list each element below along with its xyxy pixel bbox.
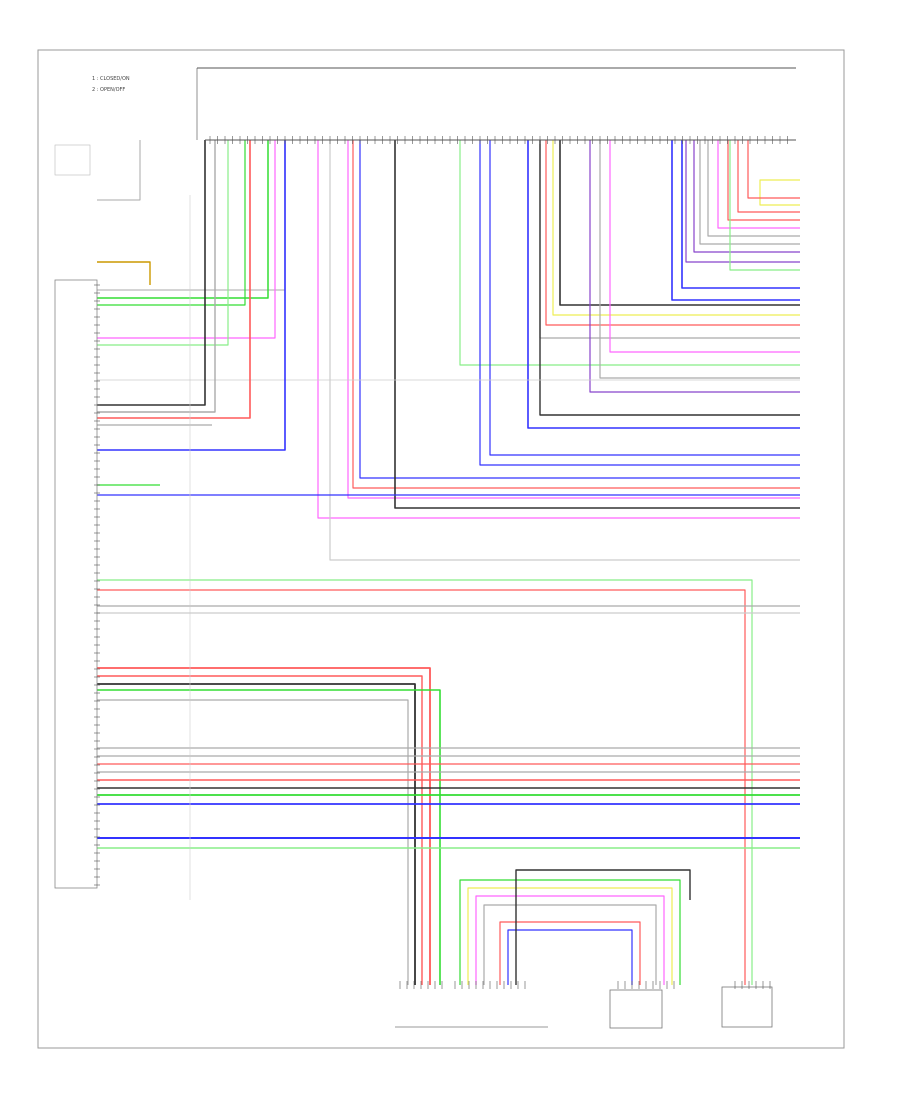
wire xyxy=(97,140,206,406)
wire xyxy=(599,140,800,379)
wire xyxy=(707,140,800,237)
wire xyxy=(459,140,800,366)
wire xyxy=(759,179,800,206)
component-layer xyxy=(54,67,796,1029)
wire xyxy=(97,140,269,299)
wire xyxy=(589,140,800,393)
wire xyxy=(475,895,665,985)
wire xyxy=(489,140,800,456)
wire xyxy=(727,140,800,221)
wire xyxy=(559,140,800,306)
wire xyxy=(97,675,423,985)
wire xyxy=(97,699,409,985)
wire xyxy=(317,140,800,519)
wire xyxy=(671,140,800,301)
wire xyxy=(97,140,286,451)
wire xyxy=(359,140,800,479)
wire xyxy=(747,140,800,199)
wire xyxy=(545,140,800,326)
wire xyxy=(681,140,800,289)
wire-layer xyxy=(97,140,800,985)
wire xyxy=(527,140,800,429)
wire xyxy=(552,140,800,316)
legend-item-closed: 1 : CLOSED/ON xyxy=(92,76,130,82)
wire xyxy=(347,140,800,499)
wire xyxy=(609,140,800,353)
wire xyxy=(685,140,800,263)
wire xyxy=(539,140,800,416)
connector-marks-layer xyxy=(94,136,788,989)
wire xyxy=(97,140,286,291)
legend-item-open: 2 : OPEN/OFF xyxy=(92,87,125,93)
wire xyxy=(515,869,691,985)
wire xyxy=(97,579,753,985)
bottom-right-module-outline xyxy=(721,986,773,1028)
wire xyxy=(97,140,276,339)
diagram-border xyxy=(37,49,845,1049)
wire xyxy=(467,887,673,985)
wire xyxy=(729,140,800,271)
wire xyxy=(97,667,431,985)
wire xyxy=(693,140,800,253)
wire xyxy=(97,689,441,985)
wire xyxy=(459,879,681,985)
wire xyxy=(97,140,229,346)
wire xyxy=(499,921,641,985)
wire xyxy=(97,140,141,201)
wire xyxy=(97,140,246,306)
wire xyxy=(479,140,800,466)
legend: 1 : CLOSED/ON 2 : OPEN/OFF xyxy=(92,76,130,93)
wire xyxy=(737,140,800,213)
wire xyxy=(97,140,216,413)
wire xyxy=(539,140,800,339)
left-module-outline xyxy=(54,279,98,889)
wire xyxy=(699,140,800,245)
wire xyxy=(394,140,800,509)
wire xyxy=(97,683,416,985)
wire xyxy=(352,140,800,489)
wire xyxy=(97,140,251,419)
wire xyxy=(329,140,800,561)
upper-left-sensor-outline xyxy=(54,144,91,176)
bottom-mid-module-outline xyxy=(609,989,663,1029)
wire xyxy=(717,140,800,229)
wire xyxy=(507,929,633,985)
wire xyxy=(483,904,657,985)
wire xyxy=(97,589,746,985)
wire xyxy=(97,261,151,285)
